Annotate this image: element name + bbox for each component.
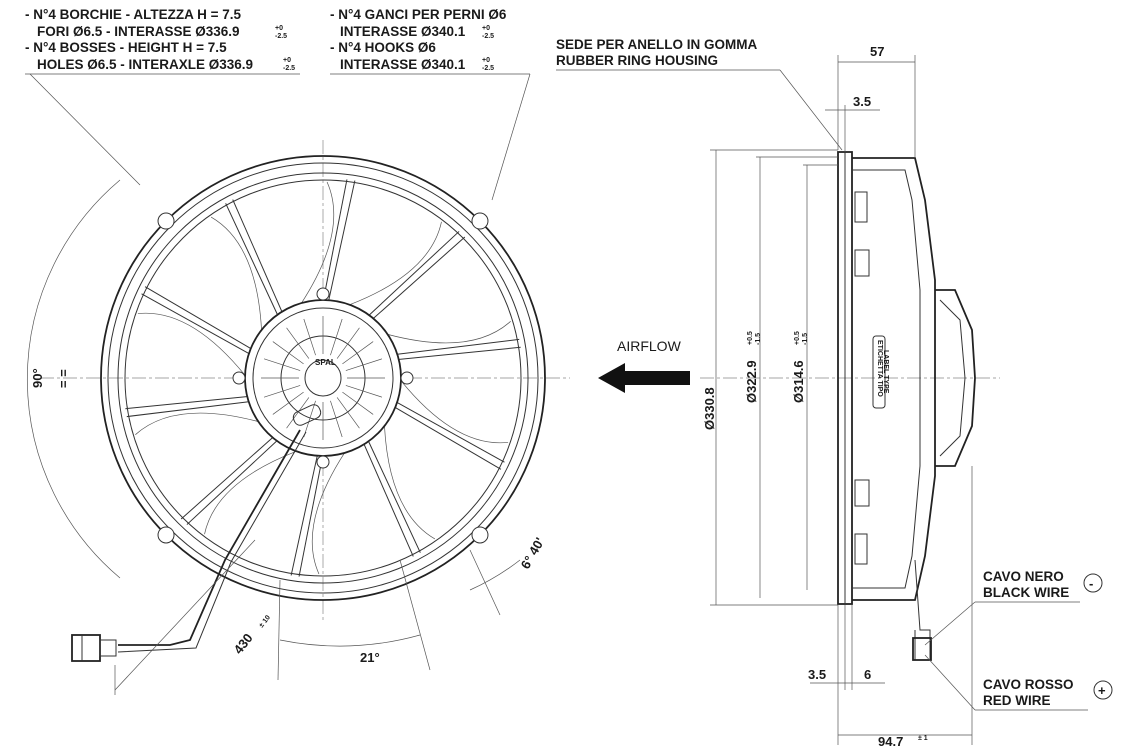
mounting-hook — [471, 212, 489, 230]
tolerance: -2.5 — [482, 65, 494, 72]
angle-6-40: 6° 40' — [518, 535, 548, 572]
dia-322-9-tol: +0.5 — [747, 331, 754, 345]
depth-57: 57 — [870, 44, 884, 59]
red-wire-label: RED WIRE — [983, 693, 1051, 708]
plus-icon — [1093, 680, 1113, 700]
note-line: INTERASSE Ø340.1 — [340, 57, 466, 72]
note-line: - N°4 BOSSES - HEIGHT H = 7.5 — [25, 40, 227, 55]
note-line: FORI Ø6.5 - INTERASSE Ø336.9 — [37, 24, 240, 39]
spoke — [395, 338, 520, 356]
spoke — [298, 453, 324, 577]
mounting-boss — [400, 371, 414, 385]
fan-front-view: SPAL — [40, 140, 570, 662]
rubber-ring-label: SEDE PER ANELLO IN GOMMA — [556, 37, 758, 52]
dia-314-6: Ø314.6 — [791, 360, 806, 403]
black-wire-label: BLACK WIRE — [983, 585, 1069, 600]
tolerance: +0 — [482, 25, 490, 32]
airflow-label: AIRFLOW — [617, 338, 682, 354]
blade-edge — [137, 312, 246, 376]
blade-edge — [400, 380, 509, 444]
black-wire-symbol: - — [1089, 576, 1093, 591]
bosses-note: - N°4 BORCHIE - ALTEZZA H = 7.5 FORI Ø6.… — [25, 7, 300, 186]
offset-6: 6 — [864, 667, 871, 682]
tolerance: -2.5 — [482, 33, 494, 40]
blade-edge — [204, 450, 297, 535]
tolerance: -2.5 — [275, 33, 287, 40]
spoke — [322, 179, 348, 303]
note-line: - N°4 BORCHIE - ALTEZZA H = 7.5 — [25, 7, 242, 22]
mounting-hook — [157, 212, 175, 230]
airflow-arrow-icon — [598, 363, 690, 393]
mounting-hook — [471, 526, 489, 544]
angle-21: 21° — [360, 650, 380, 665]
spoke — [367, 439, 421, 553]
side-dimensions: Ø330.8 Ø322.9 +0.5 -1.5 Ø314.6 +0.5 -1.5… — [556, 37, 1113, 748]
cable-tolerance: ± 10 — [258, 614, 272, 629]
offset-3-5-bottom: 3.5 — [808, 667, 826, 682]
spoke — [225, 203, 279, 317]
black-wire-label: CAVO NERO — [983, 569, 1064, 584]
mounting-boss — [232, 371, 246, 385]
red-wire-symbol: + — [1098, 683, 1106, 698]
dia-322-9-tol: -1.5 — [755, 333, 762, 345]
spoke — [186, 439, 279, 525]
note-line: HOLES Ø6.5 - INTERAXLE Ø336.9 — [37, 57, 253, 72]
brand-logo: SPAL — [315, 358, 336, 367]
angle-90: 90° — [30, 368, 45, 388]
mounting-boss — [316, 287, 330, 301]
blade-edge — [384, 426, 436, 540]
airflow-indicator: AIRFLOW — [598, 338, 690, 393]
hooks-note: - N°4 GANCI PER PERNI Ø6 INTERASSE Ø340.… — [330, 7, 531, 201]
label-type-text: ETICHETTA TIPO — [876, 340, 883, 397]
spoke — [395, 401, 505, 463]
spoke — [367, 231, 460, 317]
equal-marks: = = — [56, 369, 71, 388]
blade-edge — [387, 321, 511, 344]
type-label-plate — [872, 335, 886, 409]
spoke — [126, 400, 251, 418]
tolerance: -2.5 — [283, 65, 295, 72]
tolerance: +0 — [283, 57, 291, 64]
dia-314-6-tol: -1.5 — [802, 333, 809, 345]
dia-322-9: Ø322.9 — [744, 360, 759, 403]
wire-connector — [912, 637, 932, 661]
minus-icon — [1083, 573, 1103, 593]
fan-side-view: ETICHETTA TIPO LABEL TYPE — [700, 151, 1000, 661]
note-line: - N°4 HOOKS Ø6 — [330, 40, 436, 55]
depth-94-7: 94.7 — [878, 734, 903, 748]
note-line: - N°4 GANCI PER PERNI Ø6 — [330, 7, 507, 22]
label-type-text: LABEL TYPE — [882, 350, 889, 394]
mounting-hook — [157, 526, 175, 544]
depth-94-7-tol: ± 1 — [918, 735, 928, 742]
blade-edge — [301, 181, 335, 304]
rubber-ring-label: RUBBER RING HOUSING — [556, 53, 718, 68]
dia-330-8: Ø330.8 — [702, 387, 717, 430]
connector — [71, 634, 101, 662]
blade-edge — [210, 216, 262, 330]
mounting-boss — [316, 455, 330, 469]
note-line: INTERASSE Ø340.1 — [340, 24, 466, 39]
spoke — [141, 293, 251, 355]
tolerance: +0 — [275, 25, 283, 32]
offset-3-5-top: 3.5 — [853, 94, 871, 109]
red-wire-label: CAVO ROSSO — [983, 677, 1074, 692]
blade-edge — [135, 412, 259, 435]
cable-length: 430 — [231, 631, 256, 657]
tolerance: +0 — [482, 57, 490, 64]
blade-edge — [311, 452, 345, 575]
blade-edge — [349, 221, 442, 306]
dia-314-6-tol: +0.5 — [794, 331, 801, 345]
